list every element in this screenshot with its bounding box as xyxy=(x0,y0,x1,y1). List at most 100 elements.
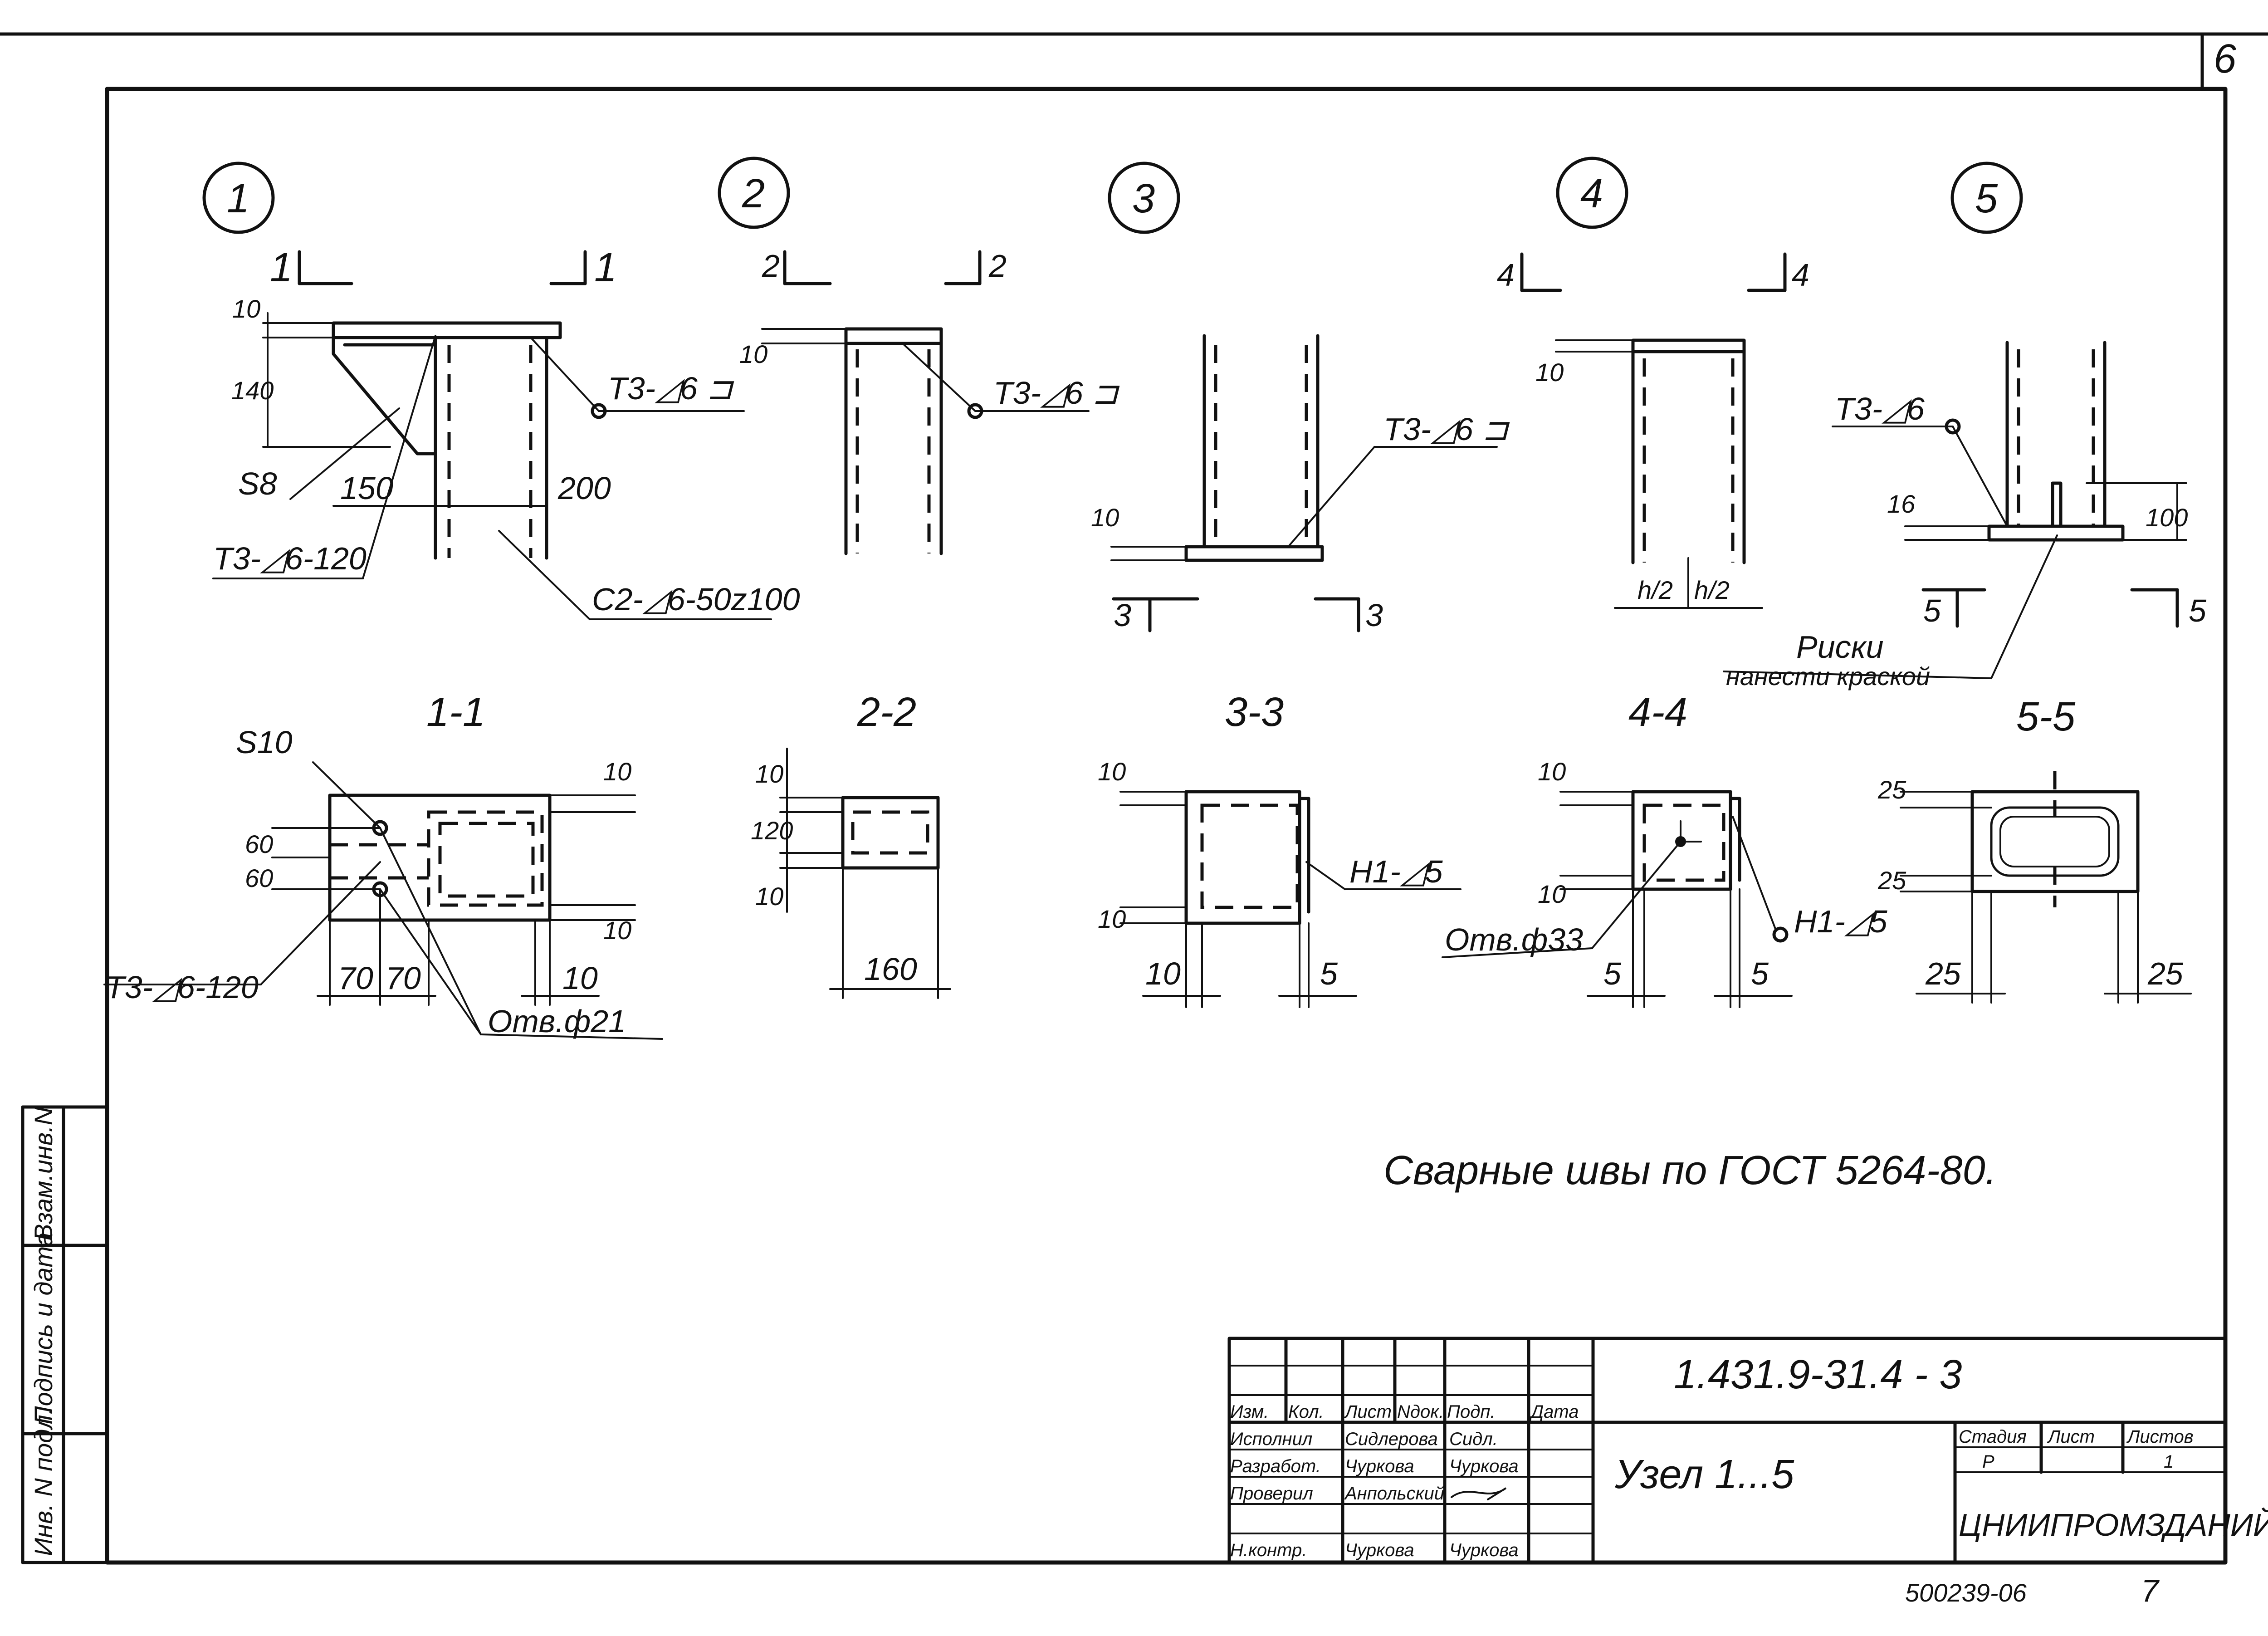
tb-col-kol: Кол. xyxy=(1288,1402,1324,1422)
s5-dim-25-top: 25 xyxy=(1877,775,1906,804)
d4-dim-h2-right: h/2 xyxy=(1694,576,1730,604)
d2-label-weld: Т3-◿6 ⊐ xyxy=(993,375,1120,411)
detail-3: 3 Т3-◿6 ⊐ 10 3 3 xyxy=(1091,162,1510,633)
s1-label-weld: Т3-◿6-120 xyxy=(105,970,259,1005)
cut-mark-3-left: 3 xyxy=(1114,598,1131,633)
s2-dim-120: 120 xyxy=(751,816,793,845)
section-5-5-title: 5-5 xyxy=(2016,694,2076,740)
d1-dim-200: 200 xyxy=(557,470,611,506)
d1-label-weld-top: Т3-◿6 ⊐ xyxy=(608,371,734,406)
d1-dim-150: 150 xyxy=(340,470,393,506)
s3-dim-10-bottom: 10 xyxy=(1098,905,1126,933)
d4-dim-10: 10 xyxy=(1535,358,1564,387)
s3-label-weld: Н1-◿5 xyxy=(1349,854,1443,889)
tb-stage-label: Стадия xyxy=(1959,1427,2027,1447)
s5-dim-25-bottom: 25 xyxy=(1877,866,1906,895)
tb-stage-value: Р xyxy=(1982,1452,1994,1472)
section-2-2-title: 2-2 xyxy=(857,690,916,735)
section-1-1-title: 1-1 xyxy=(426,690,485,735)
cut-mark-4-right: 4 xyxy=(1792,257,1809,293)
tb-row3-role: Проверил xyxy=(1230,1484,1313,1504)
s4-dim-5-right: 5 xyxy=(1751,956,1769,991)
side-stamp: Инв. N подл. Подпись и дата Взам.инв.N xyxy=(21,1105,109,1564)
s4-dim-10-bottom: 10 xyxy=(1538,880,1566,908)
cut-mark-1-left: 1 xyxy=(270,245,293,290)
section-2-2: 2-2 10 120 10 160 xyxy=(751,690,951,999)
tb-row2-name: Чуркова xyxy=(1345,1456,1414,1476)
tb-col-data: Дата xyxy=(1529,1402,1579,1422)
tb-row1-role: Исполнил xyxy=(1230,1429,1312,1449)
d5-label-weld: Т3-◿6 xyxy=(1835,391,1925,426)
d2-dim-10: 10 xyxy=(739,340,767,368)
section-1-1: 1-1 S10 Т3-◿6-120 Отв.ф21 10 60 60 10 70… xyxy=(103,690,663,1040)
detail-4-number: 4 xyxy=(1580,171,1603,216)
side-stamp-signature: Подпись и дата xyxy=(29,1232,58,1425)
s1-label-s10: S10 xyxy=(236,725,293,760)
weld-note: Сварные швы по ГОСТ 5264-80. xyxy=(1383,1148,1997,1193)
detail-1: 1 1 1 S8 Т3-◿6 ⊐ Т3-◿6-120 С2-◿6-50z100 … xyxy=(202,162,800,620)
section-4-4: 4-4 Отв.ф33 Н1-◿5 10 10 5 5 xyxy=(1442,690,1888,1008)
d3-dim-10: 10 xyxy=(1091,503,1119,532)
s4-dim-5-left: 5 xyxy=(1603,956,1622,991)
d5-dim-100: 100 xyxy=(2146,503,2188,532)
bottom-stamp: 500239-06 xyxy=(1905,1578,2027,1607)
detail-3-number: 3 xyxy=(1132,176,1155,221)
cut-mark-5-right: 5 xyxy=(2189,593,2207,628)
d1-label-weld-column: С2-◿6-50z100 xyxy=(592,582,800,617)
bottom-number: 7 xyxy=(2141,1573,2160,1608)
s1-dim-10-top: 10 xyxy=(603,757,631,786)
tb-sheet-value: 1 xyxy=(2164,1452,2174,1472)
d1-dim-10: 10 xyxy=(232,294,260,323)
sheet-frame: 6 xyxy=(0,32,2268,1565)
section-3-3-title: 3-3 xyxy=(1225,690,1284,735)
detail-1-number: 1 xyxy=(227,176,249,221)
cut-mark-1-right: 1 xyxy=(594,245,617,290)
s2-dim-160: 160 xyxy=(864,951,917,987)
s1-label-hole: Отв.ф21 xyxy=(488,1004,626,1039)
tb-col-list: Лист xyxy=(1344,1402,1392,1422)
s1-dim-70-b: 70 xyxy=(386,960,421,996)
cut-mark-2-left: 2 xyxy=(762,248,780,284)
detail-2-number: 2 xyxy=(742,171,765,216)
tb-doc-code: 1.431.9-31.4 - 3 xyxy=(1674,1352,1962,1397)
cut-mark-5-left: 5 xyxy=(1923,593,1941,628)
tb-row3-signature-mark xyxy=(1451,1487,1507,1500)
s1-dim-70-a: 70 xyxy=(338,960,373,996)
s4-label-weld: Н1-◿5 xyxy=(1794,904,1888,939)
s5-dim-25-left: 25 xyxy=(1925,956,1961,991)
d1-label-s8: S8 xyxy=(238,466,277,501)
cut-mark-2-right: 2 xyxy=(988,248,1007,284)
detail-4: 4 4 4 10 h/2 h/2 xyxy=(1497,157,1809,609)
d4-dim-h2-left: h/2 xyxy=(1637,576,1673,604)
s4-dim-10-top: 10 xyxy=(1538,757,1566,786)
tb-org: ЦНИИПРОМЗДАНИЙ xyxy=(1959,1507,2268,1543)
cut-mark-4-left: 4 xyxy=(1497,257,1515,293)
side-stamp-inv: Инв. N подл. xyxy=(29,1408,58,1556)
s3-dim-10-side: 10 xyxy=(1145,956,1181,991)
tb-row4-role: Н.контр. xyxy=(1230,1540,1307,1560)
tb-row1-sign: Сидл. xyxy=(1449,1429,1498,1449)
d1-dim-140: 140 xyxy=(231,376,274,405)
s1-dim-10-side: 10 xyxy=(562,960,598,996)
tb-row1-name: Сидлерова xyxy=(1345,1429,1438,1449)
tb-col-podp: Подп. xyxy=(1447,1402,1495,1422)
d5-note-line1: Риски xyxy=(1796,629,1884,665)
d1-label-weld-gusset: Т3-◿6-120 xyxy=(213,541,367,576)
d3-label-weld: Т3-◿6 ⊐ xyxy=(1383,411,1510,447)
detail-2: 2 2 2 Т3-◿6 ⊐ 10 xyxy=(718,157,1120,555)
tb-col-izm: Изм. xyxy=(1230,1402,1269,1422)
tb-col-ndok: Nдок. xyxy=(1397,1402,1444,1422)
s4-label-hole: Отв.ф33 xyxy=(1445,922,1583,957)
tb-row2-sign: Чуркова xyxy=(1449,1456,1519,1476)
d5-dim-16: 16 xyxy=(1887,490,1916,518)
s2-dim-10-top: 10 xyxy=(755,759,783,788)
tb-sheets-label: Листов xyxy=(2126,1427,2194,1447)
tb-row2-role: Разработ. xyxy=(1230,1456,1321,1476)
tb-row4-name: Чуркова xyxy=(1345,1540,1414,1560)
title-block: Изм. Кол. Лист Nдок. Подп. Дата Исполнил… xyxy=(1227,1337,2268,1564)
tb-sheet-label: Лист xyxy=(2047,1427,2095,1447)
s1-dim-60-b: 60 xyxy=(245,864,273,892)
s5-dim-25-right: 25 xyxy=(2147,956,2184,991)
s3-dim-5: 5 xyxy=(1320,956,1338,991)
